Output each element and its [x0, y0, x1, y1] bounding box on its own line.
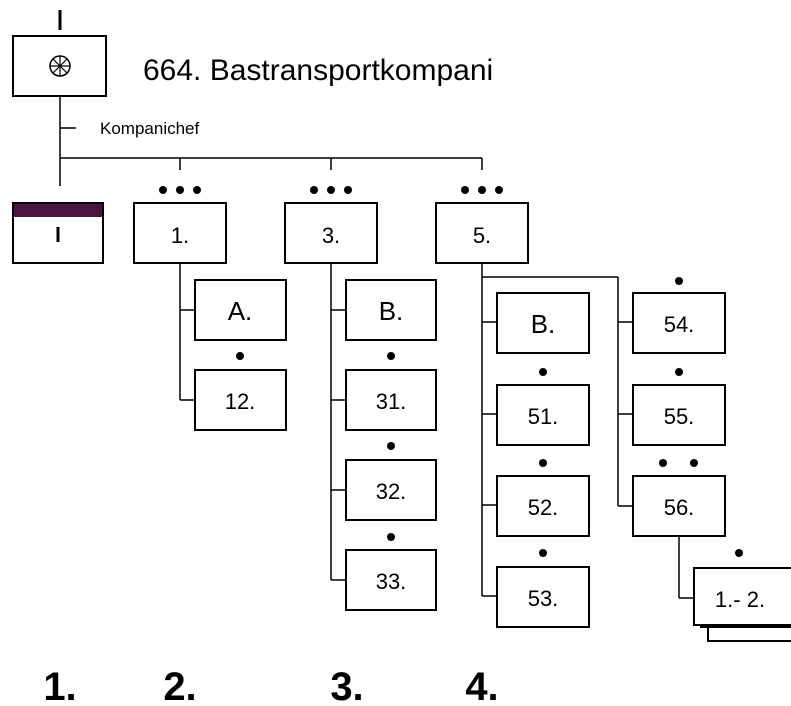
- subunit-12: [194, 369, 287, 431]
- subunit-51: [496, 384, 590, 446]
- subunit-b-3: [345, 279, 437, 341]
- unit-title: 664. Bastransportkompani: [143, 54, 493, 87]
- platoon-5-label: 5.: [473, 223, 491, 248]
- subunit-31: [345, 369, 437, 431]
- platoon-3: 3. B. 31. 32. 33.: [284, 186, 437, 611]
- platoon-3-label: 3.: [322, 223, 340, 248]
- svg-text:33.: 33.: [376, 569, 407, 594]
- platoon-5: 5. B. 51. 52. 53. 54. 55. 56.: [435, 186, 791, 642]
- subunit-53: [496, 566, 590, 628]
- svg-text:12.: 12.: [225, 389, 256, 414]
- svg-text:31.: 31.: [376, 389, 407, 414]
- wheel-symbol-icon: [49, 55, 71, 77]
- nested-unit-label: 1.- 2.: [715, 587, 765, 612]
- svg-text:53.: 53.: [528, 586, 559, 611]
- svg-text:51.: 51.: [528, 404, 559, 429]
- subunit-a: [194, 279, 287, 341]
- column-number-1: 1.: [43, 665, 76, 706]
- subunit-56: [632, 475, 726, 537]
- nested-unit-box: [693, 567, 791, 626]
- subunit-54: [632, 292, 726, 354]
- subunit-55: [632, 384, 726, 446]
- svg-text:56.: 56.: [664, 495, 695, 520]
- subunit-33: [345, 549, 437, 611]
- svg-text:52.: 52.: [528, 495, 559, 520]
- subunit-b-5: [496, 292, 590, 354]
- svg-text:A.: A.: [228, 296, 253, 326]
- svg-text:54.: 54.: [664, 312, 695, 337]
- svg-text:B.: B.: [531, 309, 556, 339]
- commander-label: Kompanichef: [100, 119, 200, 138]
- platoon-1-label: 1.: [171, 223, 189, 248]
- staff-color-band: [14, 204, 102, 217]
- subunit-52: [496, 475, 590, 537]
- column-number-4: 4.: [465, 665, 498, 706]
- subunit-32: [345, 459, 437, 521]
- platoon-1: 1. A. 12.: [133, 186, 287, 431]
- svg-text:B.: B.: [379, 296, 404, 326]
- column-number-2: 2.: [163, 665, 196, 706]
- svg-text:32.: 32.: [376, 479, 407, 504]
- svg-text:55.: 55.: [664, 404, 695, 429]
- column-number-3: 3.: [330, 665, 363, 706]
